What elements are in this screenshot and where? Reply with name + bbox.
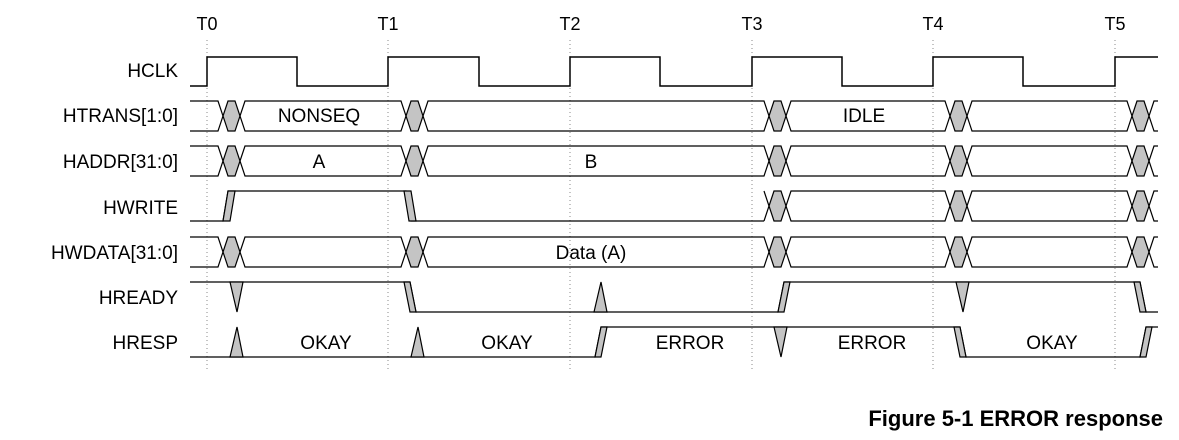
hready-waveform — [190, 281, 1158, 313]
signal-label-hwdata: HWDATA[31:0] — [51, 243, 178, 264]
signal-label-hresp: HRESP — [113, 333, 178, 354]
time-marker-t0: T0 — [196, 14, 217, 34]
haddr-value-b: B — [585, 152, 598, 173]
time-marker-t4: T4 — [922, 14, 943, 34]
signal-label-hready: HREADY — [99, 288, 179, 309]
htrans-value-idle: IDLE — [843, 106, 885, 127]
figure-caption: Figure 5-1 ERROR response — [868, 406, 1163, 431]
hclk-waveform — [190, 56, 1158, 87]
hresp-value-okay-3: OKAY — [1026, 333, 1078, 354]
hwdata-value-data-a: Data (A) — [556, 243, 627, 264]
timing-diagram: T0 T1 T2 T3 T4 T5 HCLK HTRANS[1:0] HADDR… — [51, 14, 1158, 372]
time-marker-t3: T3 — [741, 14, 762, 34]
hwrite-waveform — [190, 190, 1158, 222]
signal-label-hwrite: HWRITE — [103, 198, 178, 219]
hresp-value-error-2: ERROR — [838, 333, 907, 354]
htrans-waveform — [190, 100, 1158, 132]
hresp-value-okay-2: OKAY — [481, 333, 533, 354]
time-marker-t1: T1 — [377, 14, 398, 34]
haddr-waveform — [190, 145, 1158, 177]
signal-label-hclk: HCLK — [127, 61, 178, 82]
htrans-value-nonseq: NONSEQ — [278, 106, 360, 127]
hresp-waveform — [190, 326, 1158, 358]
hresp-value-okay-1: OKAY — [300, 333, 352, 354]
signal-label-htrans: HTRANS[1:0] — [63, 106, 178, 127]
time-marker-t2: T2 — [559, 14, 580, 34]
signal-label-haddr: HADDR[31:0] — [63, 152, 178, 173]
time-marker-t5: T5 — [1104, 14, 1125, 34]
haddr-value-a: A — [313, 152, 326, 173]
hresp-value-error-1: ERROR — [656, 333, 725, 354]
time-guides — [206, 40, 1116, 372]
hwdata-waveform — [190, 236, 1158, 268]
